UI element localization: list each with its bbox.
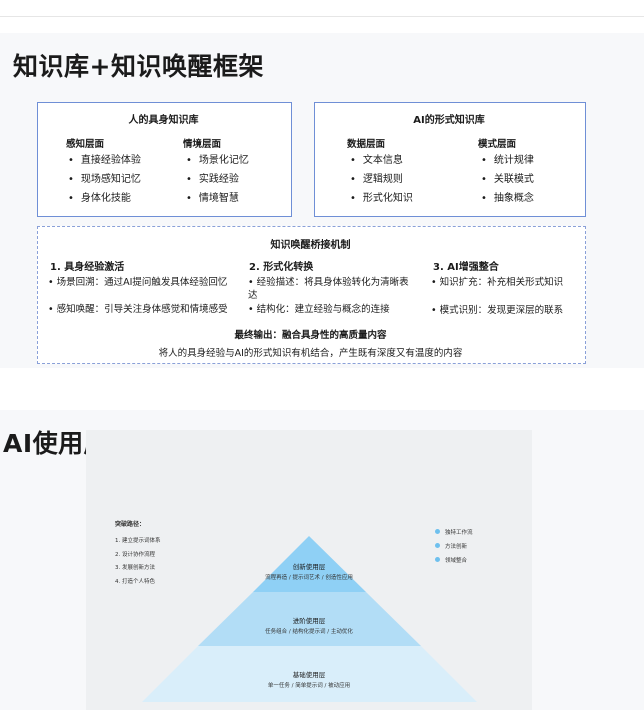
ai-col2-heading: 模式层面: [478, 139, 517, 150]
legend-label: 独特工作流: [445, 530, 473, 536]
pyramid-bottom-layer: [142, 646, 477, 702]
layer-middle-desc: 任务组合 / 结构化提示词 / 主动优化: [265, 629, 353, 635]
pyramid-top-layer: [253, 536, 366, 592]
ai-col2-list: 统计规律 关联模式 抽象概念: [481, 151, 534, 208]
layer-top-desc: 流程再造 / 提示词艺术 / 创造性应用: [265, 575, 353, 581]
human-col2-heading: 情境层面: [183, 139, 222, 150]
human-col1-heading: 感知层面: [66, 139, 105, 150]
list-item: 文本信息: [350, 151, 413, 170]
list-item: 场景化记忆: [186, 151, 249, 170]
layer-middle-name: 进阶使用层: [292, 617, 326, 625]
ai-box-title: AI的形式知识库: [413, 115, 485, 126]
human-col2-list: 场景化记忆 实践经验 情境智慧: [186, 151, 249, 208]
bridge-col3-bullet2: • 模式识别：发现更深层的联系: [431, 305, 564, 316]
human-box-title: 人的具身知识库: [128, 115, 199, 126]
human-col1-list: 直接经验体验 现场感知记忆 身体化技能: [68, 151, 141, 208]
list-item: 现场感知记忆: [68, 170, 141, 189]
list-item: 情境智慧: [186, 189, 249, 208]
top-divider: [0, 16, 644, 17]
layer-top-name: 创新使用层: [292, 563, 326, 571]
list-item: 统计规律: [481, 151, 534, 170]
list-item: 直接经验体验: [68, 151, 141, 170]
layer-bottom-desc: 单一任务 / 简单提示词 / 被动应用: [267, 683, 351, 689]
final-output-text: 将人的具身经验与AI的形式知识有机结合，产生既有深度又有温度的内容: [158, 348, 463, 359]
legend-label: 方法创新: [445, 544, 468, 550]
path-item: 2. 设计协作流程: [115, 552, 155, 558]
bridge-col2-heading: 2. 形式化转换: [249, 262, 314, 273]
list-item: 形式化知识: [350, 189, 413, 208]
pyramid-middle-layer: [198, 592, 421, 646]
path-item: 4. 打造个人特色: [115, 579, 155, 585]
legend-dot: [435, 543, 440, 548]
list-item: 关联模式: [481, 170, 534, 189]
bridge-col2-bullet2: • 结构化：建立经验与概念的连接: [248, 304, 390, 315]
bridge-col1-bullet2: • 感知唤醒：引导关注身体感觉和情境感受: [48, 304, 228, 315]
ai-col1-heading: 数据层面: [347, 139, 386, 150]
path-title: 突破路径：: [115, 521, 146, 528]
list-item: 抽象概念: [481, 189, 534, 208]
ai-col1-list: 文本信息 逻辑规则 形式化知识: [350, 151, 413, 208]
section1-title: 知识库+知识唤醒框架: [13, 52, 264, 81]
path-item: 1. 建立提示词体系: [115, 538, 161, 544]
list-item: 逻辑规则: [350, 170, 413, 189]
bridge-col3-heading: 3. AI增强整合: [433, 262, 499, 273]
bridge-col1-bullet1: • 场景回溯：通过AI提问触发具体经验回忆: [48, 277, 228, 288]
legend-dot: [435, 529, 440, 534]
list-item: 实践经验: [186, 170, 249, 189]
bridge-col3-bullet1: • 知识扩充：补充相关形式知识: [431, 277, 564, 288]
bridge-title: 知识唤醒桥接机制: [270, 240, 351, 251]
final-output-title: 最终输出：融合具身性的高质量内容: [234, 330, 387, 341]
list-item: 身体化技能: [68, 189, 141, 208]
bridge-mechanism-box: [37, 226, 586, 364]
bridge-col1-heading: 1. 具身经验激活: [50, 262, 125, 273]
legend-label: 领域整合: [445, 558, 468, 564]
legend-dot: [435, 557, 440, 562]
path-item: 3. 发展创新方法: [115, 565, 155, 571]
layer-bottom-name: 基础使用层: [292, 671, 326, 679]
bridge-col2-bullet1: • 经验描述：将具身体验转化为清晰表达: [248, 277, 409, 301]
